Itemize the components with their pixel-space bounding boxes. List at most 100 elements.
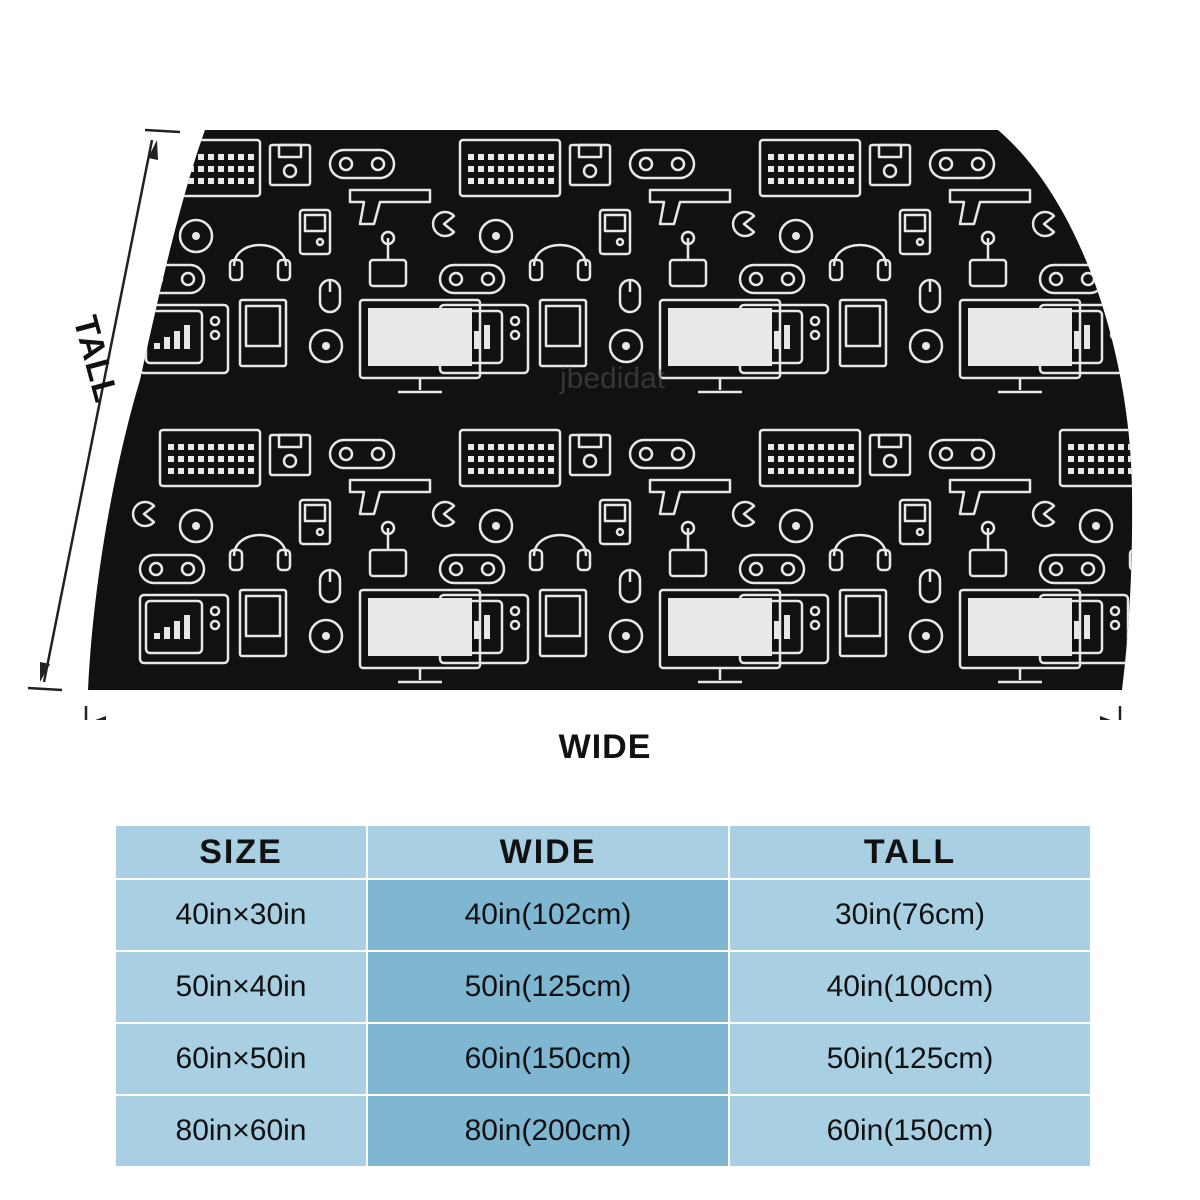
gamepad-icon — [628, 148, 696, 180]
headphones-icon — [528, 243, 592, 282]
tall-cell: 40in(100cm) — [728, 950, 1092, 1024]
monitor-icon — [958, 588, 1082, 684]
cd-disc-icon — [1078, 508, 1114, 544]
retro-tv-icon — [1038, 593, 1130, 665]
headphones-icon — [228, 533, 292, 572]
floppy-disk-icon — [1170, 435, 1200, 475]
gamepad-icon — [738, 553, 806, 585]
pacman-icon — [1031, 500, 1056, 528]
joystick-icon — [968, 520, 1008, 578]
mouse-icon — [618, 278, 642, 314]
zapper-gun-icon — [948, 478, 1032, 516]
handheld-console-icon — [898, 208, 932, 256]
size-cell: 80in×60in — [114, 1094, 368, 1168]
gamepad-icon — [328, 438, 396, 470]
floppy-disk-icon — [568, 433, 612, 477]
joystick-icon — [668, 520, 708, 578]
keyboard-computer-icon — [458, 138, 562, 198]
cartridge-icon — [838, 588, 888, 658]
mouse-icon — [318, 278, 342, 314]
cd-disc-icon — [308, 618, 344, 654]
header-size: SIZE — [114, 824, 368, 880]
wide-arrow — [84, 706, 1122, 720]
cd-disc-icon — [778, 218, 814, 254]
joystick-icon — [368, 520, 408, 578]
retro-tv-icon — [738, 593, 830, 665]
wide-cell: 50in(125cm) — [366, 950, 730, 1024]
cd-disc-icon — [908, 618, 944, 654]
cd-disc-icon — [478, 218, 514, 254]
mouse-icon — [318, 568, 342, 604]
cd-disc-icon — [308, 328, 344, 364]
tall-arrow — [27, 128, 181, 692]
monitor-icon — [358, 298, 482, 394]
gamepad-icon — [1038, 553, 1106, 585]
watermark: jbedidat — [559, 362, 666, 395]
gamepad-icon — [438, 553, 506, 585]
floppy-disk-icon — [268, 433, 312, 477]
retro-tv-icon — [138, 593, 230, 665]
cartridge-icon — [1140, 300, 1186, 366]
gamepad-icon — [328, 148, 396, 180]
cartridge-icon — [838, 298, 888, 368]
size-cell: 50in×40in — [114, 950, 368, 1024]
retro-tv-icon — [738, 303, 830, 375]
zapper-gun-icon — [648, 188, 732, 226]
handheld-console-icon — [298, 208, 332, 256]
headphones-icon — [1128, 548, 1133, 572]
size-table: SIZE WIDE TALL 40in×30in 40in(102cm) 30i… — [114, 824, 1092, 1168]
keyboard-computer-icon — [458, 428, 562, 488]
cartridge-icon — [1140, 590, 1186, 656]
headphones-icon — [228, 243, 292, 282]
zapper-gun-icon — [348, 188, 432, 226]
gamepad-icon — [628, 438, 696, 470]
table-row: 40in×30in 40in(102cm) 30in(76cm) — [114, 878, 1092, 952]
mouse-icon — [918, 568, 942, 604]
gamepad-icon — [928, 148, 996, 180]
keyboard-computer-icon — [158, 428, 262, 488]
handheld-console-icon — [898, 498, 932, 546]
size-cell: 60in×50in — [114, 1022, 368, 1096]
size-cell: 40in×30in — [114, 878, 368, 952]
pacman-icon — [431, 210, 456, 238]
floppy-disk-icon — [568, 143, 612, 187]
headphones-icon — [828, 243, 892, 282]
cd-disc-icon — [178, 218, 214, 254]
monitor-icon — [358, 588, 482, 684]
cartridge-icon — [538, 298, 588, 368]
cartridge-icon — [238, 298, 288, 368]
header-tall: TALL — [728, 824, 1092, 880]
keyboard-computer-icon — [1058, 428, 1133, 488]
table-row: 80in×60in 80in(200cm) 60in(150cm) — [114, 1094, 1092, 1168]
keyboard-computer-icon — [1058, 138, 1133, 198]
cartridge-icon — [538, 588, 588, 658]
header-wide: WIDE — [366, 824, 730, 880]
cd-disc-icon — [608, 618, 644, 654]
headphones-icon — [528, 533, 592, 572]
keyboard-computer-icon — [158, 138, 262, 198]
floppy-disk-icon — [868, 143, 912, 187]
handheld-console-icon — [598, 208, 632, 256]
tall-cell: 50in(125cm) — [728, 1022, 1092, 1096]
floppy-disk-icon — [1170, 145, 1200, 185]
retro-tv-icon — [438, 593, 530, 665]
wide-cell: 40in(102cm) — [366, 878, 730, 952]
cd-disc-icon — [778, 508, 814, 544]
tall-cell: 60in(150cm) — [728, 1094, 1092, 1168]
retro-tv-icon — [438, 303, 530, 375]
cd-disc-icon — [478, 508, 514, 544]
wide-label: WIDE — [558, 728, 652, 766]
mouse-icon — [918, 278, 942, 314]
monitor-icon — [658, 298, 782, 394]
cd-disc-icon — [1078, 218, 1114, 254]
keyboard-computer-icon — [758, 428, 862, 488]
tall-cell: 30in(76cm) — [728, 878, 1092, 952]
monitor-icon — [958, 298, 1082, 394]
headphones-icon — [1128, 258, 1133, 282]
joystick-icon — [968, 230, 1008, 288]
gamepad-icon — [738, 263, 806, 295]
blanket-illustration: jbedidat — [27, 128, 1200, 720]
cd-disc-icon — [178, 508, 214, 544]
table-row: 60in×50in 60in(150cm) 50in(125cm) — [114, 1022, 1092, 1096]
